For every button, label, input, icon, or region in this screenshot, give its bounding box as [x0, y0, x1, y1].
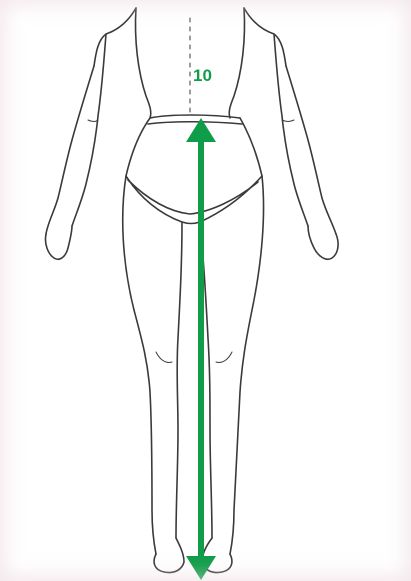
measurement-value-label: 10 [193, 66, 212, 86]
right-elbow-mark [282, 120, 294, 122]
waistband-top [150, 115, 240, 118]
right-arm-inner [274, 34, 308, 226]
right-hand [308, 226, 338, 259]
left-elbow-mark [88, 120, 98, 122]
left-leg-inner [176, 222, 182, 538]
left-shoulder-outline [94, 8, 136, 66]
measurement-arrow-bottom-head [186, 556, 216, 580]
left-arm-outer [46, 66, 94, 234]
measurement-arrow-shaft [198, 136, 204, 560]
left-leg-outer [123, 176, 156, 554]
right-shoulder-outline [244, 8, 286, 66]
left-knee [156, 352, 172, 363]
left-hip [126, 118, 150, 176]
left-hand [45, 226, 72, 259]
right-leg-outer [230, 176, 264, 554]
left-waist-side [135, 8, 150, 118]
left-foot [154, 538, 184, 573]
brief-leg-opening [126, 176, 262, 224]
right-knee [216, 352, 232, 363]
right-hip [240, 118, 262, 176]
right-arm-outer [286, 66, 336, 234]
left-arm-inner [72, 34, 106, 226]
waistband-bottom [148, 122, 242, 124]
right-waist-side [229, 8, 244, 118]
brief-outline [128, 180, 258, 214]
